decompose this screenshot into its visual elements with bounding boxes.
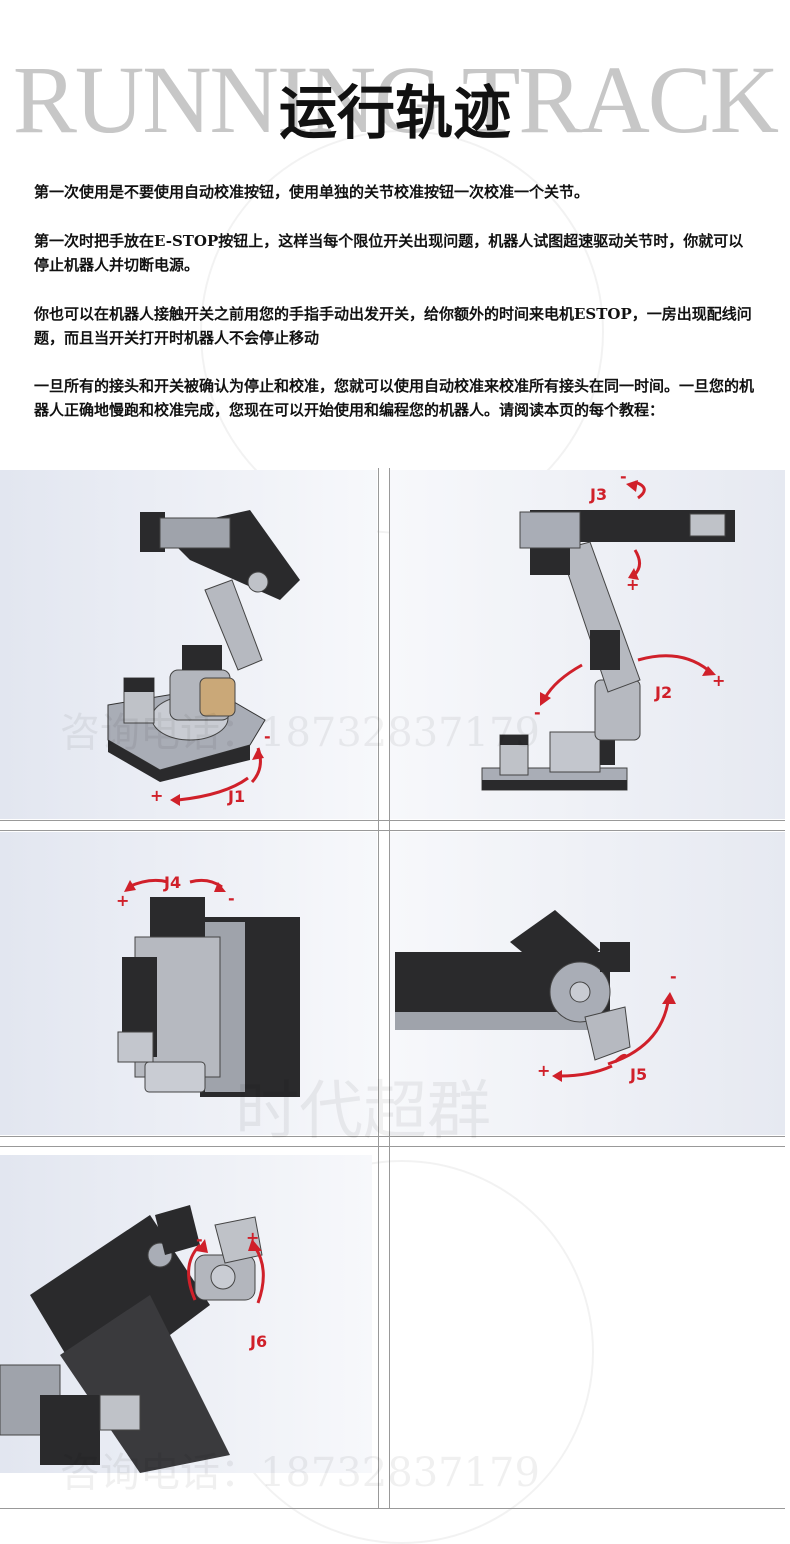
panel-j1: + - J1	[0, 470, 377, 819]
panel-j2-j3: J3 - + J2 + -	[390, 470, 785, 819]
rotation-arrow	[177, 776, 249, 802]
grid-divider	[0, 830, 785, 831]
intro-paragraph: 第一次时把手放在E-STOP按钮上，这样当每个限位开关出现问题，机器人试图超速驱…	[34, 232, 744, 274]
joint-label-j1: J1	[227, 787, 245, 806]
plus-label: +	[116, 891, 129, 910]
robot-j2-j3-illustration: J3 - + J2 + -	[481, 470, 735, 791]
minus-label: -	[196, 1230, 203, 1249]
background-title: RUNNING TRACK	[12, 46, 779, 153]
joint-label-j2: J2	[654, 683, 672, 702]
joint-label-j6: J6	[249, 1332, 267, 1351]
plus-label: +	[150, 786, 163, 805]
intro-paragraph: 一旦所有的接头和开关被确认为停止和校准，您就可以使用自动校准来校准所有接头在同一…	[34, 377, 755, 419]
joint-label-j3: J3	[589, 485, 607, 504]
minus-label: -	[620, 470, 627, 486]
watermark-phone: 咨询电话：18732837179	[60, 710, 540, 756]
panel-j5: J5 + -	[390, 832, 785, 1135]
minus-label: -	[228, 889, 235, 908]
robot-j6-illustration: J6 - +	[0, 1205, 267, 1473]
grid-divider	[0, 1146, 785, 1147]
joint-label-j4: J4	[163, 873, 181, 892]
robot-j4-illustration: J4 + -	[116, 873, 300, 1097]
panel-j6: J6 - +	[0, 1155, 372, 1473]
minus-label: -	[264, 727, 271, 746]
robot-j5-illustration: J5 + -	[395, 910, 677, 1084]
plus-label: +	[537, 1061, 550, 1080]
plus-label: +	[246, 1228, 259, 1247]
watermark-phone: 咨询电话：18732837179	[60, 1450, 540, 1496]
grid-divider	[389, 468, 390, 1508]
plus-label: +	[712, 671, 725, 690]
robot-j1-illustration: + - J1	[107, 510, 300, 806]
plus-label: +	[626, 575, 639, 594]
minus-label: -	[534, 703, 541, 722]
grid-divider	[378, 468, 379, 1508]
intro-paragraph: 你也可以在机器人接触开关之前用您的手指手动出发开关，给你额外的时间来电机ESTO…	[34, 305, 752, 347]
joint-label-j5: J5	[629, 1065, 647, 1084]
panel-j4: J4 + -	[0, 832, 377, 1135]
grid-divider	[0, 1136, 785, 1137]
grid-divider	[0, 820, 785, 821]
watermark-brand: 时代超群	[235, 1075, 491, 1149]
grid-divider	[0, 1508, 785, 1509]
minus-label: -	[670, 967, 677, 986]
page-title: 运行轨迹	[278, 79, 511, 147]
intro-paragraph: 第一次使用是不要使用自动校准按钮，使用单独的关节校准按钮一次校准一个关节。	[34, 183, 590, 201]
